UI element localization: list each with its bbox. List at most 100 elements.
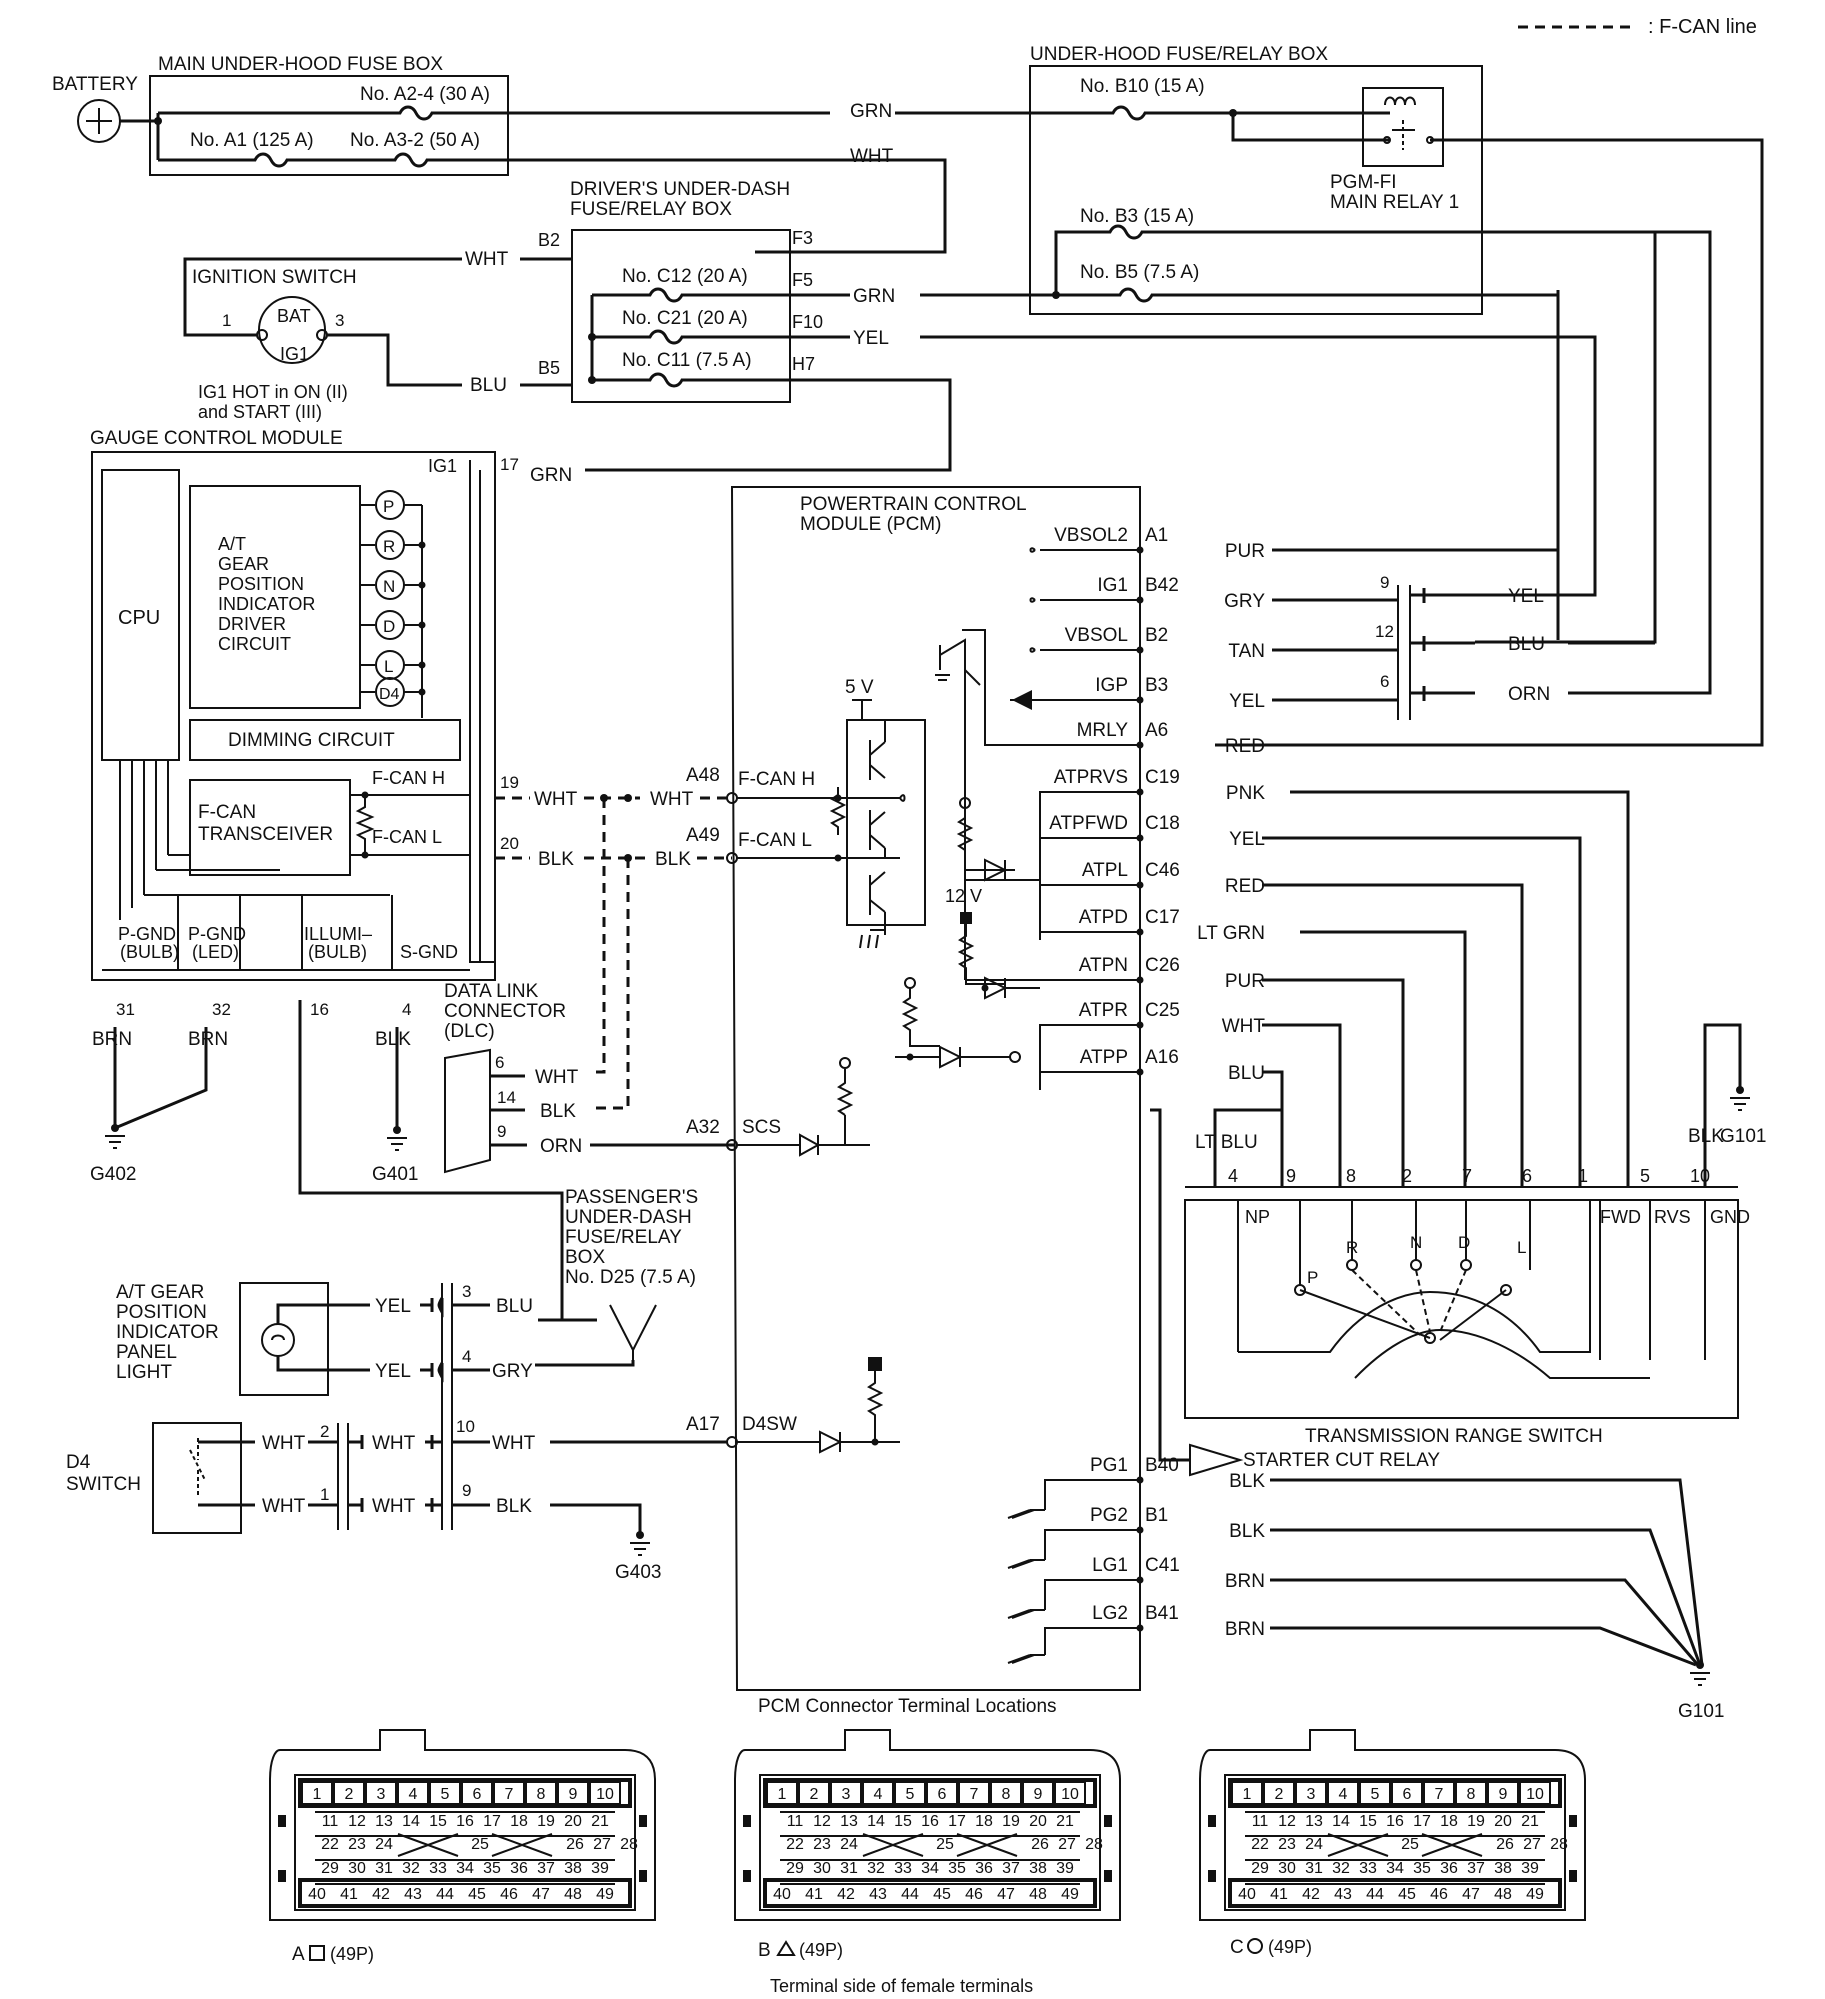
pcm-terminal-name: ATPR: [1079, 1000, 1128, 1021]
pcm-terminal-node: [1136, 1068, 1144, 1076]
dlc-title-3: (DLC): [444, 1021, 495, 1042]
gauge-control-module: [91, 451, 496, 981]
pcm-terminal-node: [1136, 741, 1144, 749]
pcm-transistors: [859, 720, 886, 949]
ignition-switch-title: IGNITION SWITCH: [192, 267, 357, 288]
connector-pin: 2: [345, 1786, 354, 1803]
pcm-terminal-node: [1136, 928, 1144, 936]
connector-pin: 10: [1061, 1786, 1079, 1803]
battery-label: BATTERY: [52, 74, 138, 95]
connector-pin: 37: [1002, 1860, 1020, 1877]
dimming-circuit: [189, 719, 461, 761]
connector-pin: 47: [532, 1886, 550, 1903]
conn-c-letter: C: [1230, 1937, 1244, 1958]
wire-label-wht-d4-4: WHT: [372, 1496, 416, 1517]
connector-pin: 27: [1523, 1836, 1541, 1853]
jb-pin-10: 10: [456, 1417, 475, 1436]
gear-p: P: [383, 497, 394, 516]
pin-b2: B2: [538, 230, 560, 250]
wire-label-blk-dlc: BLK: [540, 1101, 576, 1122]
trs-pin-number: 4: [1228, 1166, 1238, 1186]
pcm-terminal-name: MRLY: [1077, 720, 1129, 741]
pcm-terminal-wire: BLU: [1228, 1063, 1265, 1084]
wire-b3: [1054, 224, 1657, 644]
pcm-internal-grounds: [1007, 1509, 1045, 1664]
gauge-bottom-sections: P-GND (BULB) P-GND (LED) ILLUMI– (BULB) …: [102, 760, 470, 971]
connector-pin: 7: [970, 1786, 979, 1803]
pcm-pin-a49: A49: [686, 825, 720, 846]
pcm-terminal-node: [1136, 596, 1144, 604]
wire-label-grn: GRN: [850, 101, 892, 122]
pcm-pin-a32: A32: [686, 1117, 720, 1138]
pcm-terminal-pin: C26: [1145, 955, 1180, 976]
connector-pin: 11: [787, 1813, 804, 1830]
pcm-terminal-node: [1136, 1526, 1144, 1534]
connector-pin: 14: [1332, 1813, 1350, 1830]
joint-wire-blu: BLU: [1508, 634, 1545, 655]
connector-pin: 26: [1496, 1836, 1514, 1853]
connector-pin: 45: [933, 1886, 951, 1903]
joint-connector: 9 12 6: [1375, 573, 1475, 720]
connector-pin: 20: [1494, 1813, 1512, 1830]
pcm-5v: 5 V: [845, 677, 874, 698]
pcm-terminal-wire: YEL: [1229, 691, 1265, 712]
circle-icon: [1247, 1938, 1263, 1954]
connector-pin: 9: [1034, 1786, 1043, 1803]
pcm-d4sw: D4SW: [742, 1414, 797, 1435]
wire-label-blk-g403: BLK: [496, 1496, 532, 1517]
pcm-terminal-name: ATPD: [1079, 907, 1128, 928]
pcm-transceiver: [846, 719, 926, 926]
dlc-title-1: DATA LINK: [444, 981, 539, 1002]
pcm-pin-a17: A17: [686, 1414, 720, 1435]
dlc-pin-14: 14: [497, 1088, 516, 1107]
connector-pin: 41: [1270, 1886, 1288, 1903]
trs-pin-number: 1: [1578, 1166, 1588, 1186]
pcm-terminal-name: PG2: [1090, 1505, 1128, 1526]
data-link-connector: DATA LINK CONNECTOR (DLC) 6 14 9: [444, 981, 566, 1174]
fcan-tx-label-2: TRANSCEIVER: [198, 824, 333, 845]
ignition-switch: BAT IG1 1 3: [222, 296, 344, 364]
connector-pin: 25: [1401, 1836, 1419, 1853]
connector-pin: 16: [921, 1813, 939, 1830]
connector-pin: 38: [1494, 1860, 1512, 1877]
pcm-terminal-pin: B40: [1145, 1455, 1179, 1476]
pgnd-bulb-2: (BULB): [120, 942, 179, 962]
connector-pin: 45: [1398, 1886, 1416, 1903]
connector-pin: 9: [1499, 1786, 1508, 1803]
connector-pin: 15: [894, 1813, 912, 1830]
gear-d4: D4: [379, 686, 400, 703]
pcm-title-2: MODULE (PCM): [800, 514, 941, 535]
jb-pin-4: 4: [462, 1347, 471, 1366]
connector-pin: 44: [1366, 1886, 1384, 1903]
trs-pin-number: 5: [1640, 1166, 1650, 1186]
connector-pin: 2: [1275, 1786, 1284, 1803]
trs-pin-number: 6: [1522, 1166, 1532, 1186]
sgnd-label: S-GND: [400, 942, 458, 962]
connector-pin: 43: [869, 1886, 887, 1903]
connector-pin: 13: [840, 1813, 858, 1830]
connectors-title: PCM Connector Terminal Locations: [758, 1696, 1057, 1717]
trs-pin-number: 10: [1690, 1166, 1710, 1186]
connector-pin: 5: [1371, 1786, 1380, 1803]
fuse-c21: No. C21 (20 A): [622, 308, 748, 329]
dlc-pin-9: 9: [497, 1122, 506, 1141]
connector-pin: 30: [1278, 1860, 1296, 1877]
connector-pin: 35: [483, 1860, 501, 1877]
trs-pin-number: 7: [1462, 1166, 1472, 1186]
ign-bat: BAT: [277, 306, 311, 326]
connector-pin: 27: [1058, 1836, 1076, 1853]
pcm-terminal-wire: BRN: [1225, 1619, 1265, 1640]
connector-pin: 25: [936, 1836, 954, 1853]
pin-f10: F10: [792, 312, 823, 332]
pcm-terminal-wire: TAN: [1228, 641, 1265, 662]
gauge-pin-20: 20: [500, 834, 519, 853]
pcm-scs: SCS: [742, 1117, 781, 1138]
pgnd-led-2: (LED): [192, 942, 239, 962]
connector-pin: 10: [1526, 1786, 1544, 1803]
conn-b-letter: B: [758, 1940, 771, 1961]
fcan-transceiver: [189, 779, 351, 876]
connector-pin: 35: [1413, 1860, 1431, 1877]
connector-pin: 40: [773, 1886, 791, 1903]
